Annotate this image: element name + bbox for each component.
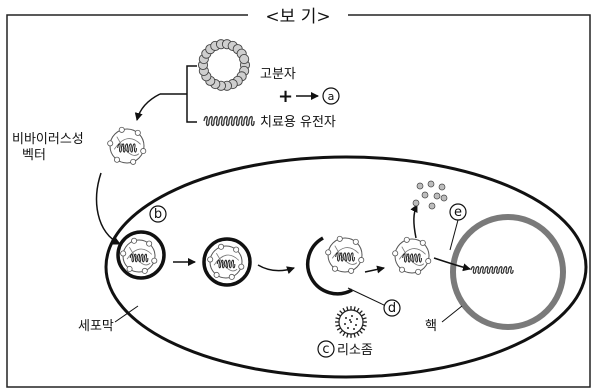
complex-in-vesicle-1-icon — [120, 237, 158, 274]
pointer-membrane — [114, 305, 139, 323]
vector-complex-icon — [107, 126, 147, 165]
plus-sign: + — [278, 86, 293, 107]
arrow-2 — [257, 264, 295, 275]
mark-b: b — [154, 207, 162, 222]
cell-membrane-outline — [104, 155, 588, 379]
pointer-e — [449, 219, 459, 251]
nucleus-gene-icon — [470, 266, 514, 274]
polymer-label: 고분자 — [260, 67, 296, 82]
arrow-to-vector — [134, 93, 161, 121]
ruptured-endosome — [305, 236, 353, 296]
mark-c: c — [322, 342, 329, 357]
nucleus-label: 핵 — [425, 319, 437, 334]
arrow-to-released-beads — [410, 204, 418, 239]
released-polymer-icon — [412, 180, 448, 210]
lysosome-label: 리소좀 — [337, 343, 373, 358]
vector-label-line2: 벡터 — [22, 148, 46, 163]
complex-in-cytoplasm-icon — [392, 236, 432, 275]
mark-d: d — [388, 301, 396, 316]
vesicle-1 — [116, 230, 166, 280]
box-title: <보 기> — [265, 7, 330, 27]
circle-b — [149, 205, 167, 223]
arrow-vector-to-membrane — [95, 172, 121, 245]
vector-label-line1: 비바이러스성 — [12, 132, 84, 147]
lysosome-icon — [335, 306, 367, 338]
pointer-d — [347, 287, 387, 307]
nucleus-icon — [450, 214, 566, 330]
pointer-nucleus — [441, 305, 463, 323]
arrow-3 — [364, 265, 385, 274]
mark-a: a — [328, 90, 335, 103]
bracket — [186, 65, 197, 123]
cell-membrane-label: 세포막 — [78, 319, 114, 334]
arrow-to-nucleus — [433, 257, 471, 272]
circle-c — [317, 340, 335, 358]
vesicle-2 — [202, 237, 252, 287]
circle-d — [383, 299, 401, 317]
complex-in-vesicle-2-icon — [207, 243, 245, 280]
polymer-ring-icon — [197, 39, 251, 91]
therapeutic-gene-label: 치료용 유전자 — [260, 115, 336, 130]
title-background — [248, 4, 348, 28]
therapeutic-gene-icon — [203, 115, 255, 127]
complex-in-endosome-icon — [325, 235, 365, 274]
mark-e: e — [454, 205, 462, 220]
circle-a — [322, 87, 340, 105]
